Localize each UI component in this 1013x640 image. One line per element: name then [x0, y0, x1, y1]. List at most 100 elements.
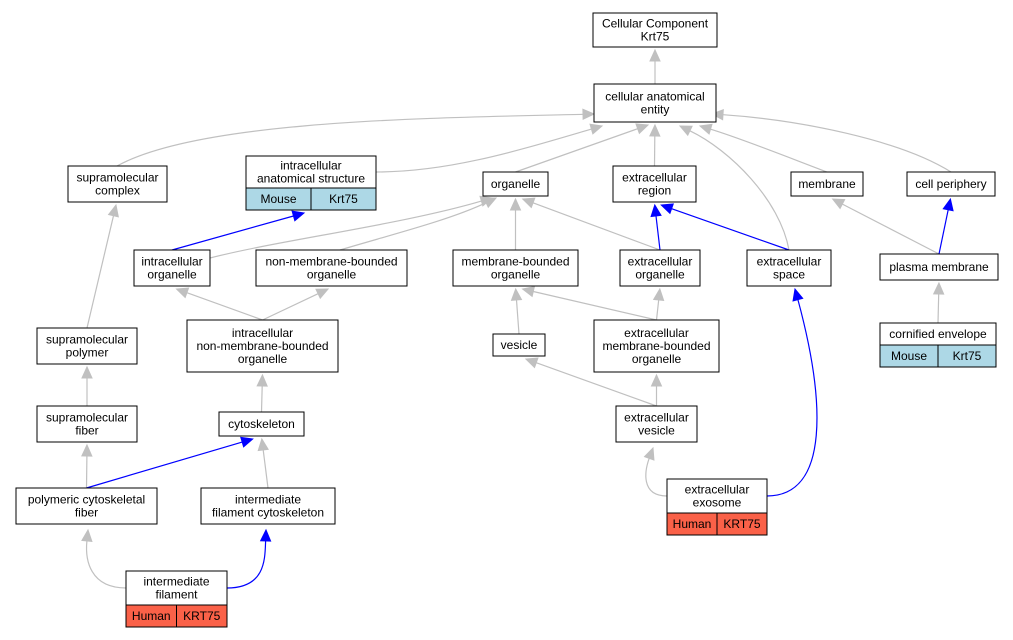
arrowhead-icon: [524, 357, 539, 369]
node-label-line: cytoskeleton: [228, 417, 295, 431]
node-ic-nmb-organelle[interactable]: intracellularnon-membrane-boundedorganel…: [186, 319, 339, 373]
edge-exosome-to-ec_vesicle: [643, 446, 668, 497]
node-vesicle[interactable]: vesicle: [492, 333, 546, 357]
node-label-line: extracellular: [757, 255, 822, 269]
edge-poly_fiber-to-supra_fiber: [81, 443, 93, 489]
node-label-line: extracellular: [685, 483, 750, 497]
gene-label: Krt75: [329, 192, 358, 206]
arrowhead-icon: [635, 123, 650, 135]
node-label-line: organelle: [307, 268, 357, 282]
node-label-line: cell periphery: [915, 177, 986, 191]
arrowhead-icon: [698, 123, 713, 135]
node-label-line: organelle: [635, 268, 685, 282]
edge-layer: [81, 48, 954, 589]
species-label: Human: [132, 609, 171, 623]
node-label-line: organelle: [491, 177, 541, 191]
arrowhead-icon: [932, 281, 945, 295]
arrowhead-icon: [81, 365, 93, 379]
edge-organelle-to-cae: [515, 123, 650, 173]
node-label-line: organelle: [632, 352, 682, 366]
node-label-line: extracellular: [624, 411, 689, 425]
species-cell: Human: [666, 512, 718, 536]
arrowhead-icon: [652, 287, 665, 302]
node-label-line: plasma membrane: [889, 260, 989, 274]
node-label-line: intracellular: [280, 159, 341, 173]
node-label-line: entity: [641, 103, 670, 117]
edge-ic_organelle-to-ias: [171, 210, 306, 251]
node-cell-periphery[interactable]: cell periphery: [906, 171, 996, 197]
node-label-line: filament cytoskeleton: [212, 506, 324, 520]
species-label: Mouse: [891, 349, 927, 363]
edge-supra_fiber-to-supra_polymer: [81, 365, 93, 406]
edge-ec_organelle-to-ecr: [650, 203, 662, 251]
node-label-line: cornified envelope: [889, 327, 987, 341]
node-label-line: membrane-bounded: [461, 255, 569, 269]
edge-ic_nmb_organelle-to-ic_organelle: [175, 287, 263, 321]
node-membrane[interactable]: membrane: [790, 171, 864, 197]
edge-supra_complex-to-cae: [116, 108, 596, 167]
arrowhead-icon: [649, 123, 661, 137]
arrowhead-icon: [650, 203, 662, 218]
edge-ec_organelle-to-organelle: [521, 197, 661, 251]
arrowhead-icon: [643, 446, 655, 461]
arrowhead-icon: [256, 373, 268, 387]
node-organelle[interactable]: organelle: [482, 171, 549, 197]
node-label-line: complex: [95, 184, 140, 198]
arrowhead-icon: [175, 287, 190, 299]
node-label-line: membrane-bounded: [602, 339, 710, 353]
edge-ec_mb_organelle-to-mb_organelle: [521, 285, 657, 321]
node-plasma-membrane[interactable]: plasma membrane: [879, 253, 999, 281]
node-label-line: space: [773, 268, 805, 282]
edge-vesicle-to-mb_organelle: [510, 287, 523, 335]
edge-ecr-to-cae: [649, 123, 661, 167]
edge-mb_organelle-to-organelle: [509, 197, 522, 250]
node-label-line: non-membrane-bounded: [196, 339, 328, 353]
edge-int_filament-to-if_cytoskeleton: [226, 528, 272, 589]
node-label-line: organelle: [491, 268, 541, 282]
node-label-line: organelle: [238, 352, 288, 366]
arrowhead-icon: [259, 528, 272, 542]
node-label-line: intracellular: [141, 255, 202, 269]
node-label-line: extracellular: [628, 255, 693, 269]
node-label-line: non-membrane-bounded: [265, 255, 397, 269]
edge-poly_fiber-to-cytoskeleton: [86, 436, 254, 489]
edge-plasma_membrane-to-membrane: [831, 198, 940, 255]
arrowhead-icon: [660, 203, 674, 215]
arrowhead-icon: [81, 528, 93, 543]
arrowhead-icon: [521, 285, 536, 298]
gene-label: KRT75: [723, 517, 760, 531]
node-label-line: vesicle: [501, 338, 538, 352]
node-label-line: supramolecular: [46, 411, 128, 425]
edge-ic_nmb_organelle-to-nmb_organelle: [262, 288, 330, 321]
edge-exosome-to-ec_space: [766, 287, 818, 497]
node-cytoskeleton[interactable]: cytoskeleton: [218, 411, 305, 437]
node-label-line: intracellular: [232, 326, 293, 340]
gene-cell: KRT75: [176, 604, 228, 628]
arrowhead-icon: [589, 123, 604, 135]
edge-ec_space-to-ecr: [660, 203, 790, 251]
node-label-line: intermediate: [235, 493, 301, 507]
edge-ec_mb_organelle-to-ec_organelle: [652, 287, 665, 321]
edge-nmb_organelle-to-organelle: [339, 197, 498, 251]
